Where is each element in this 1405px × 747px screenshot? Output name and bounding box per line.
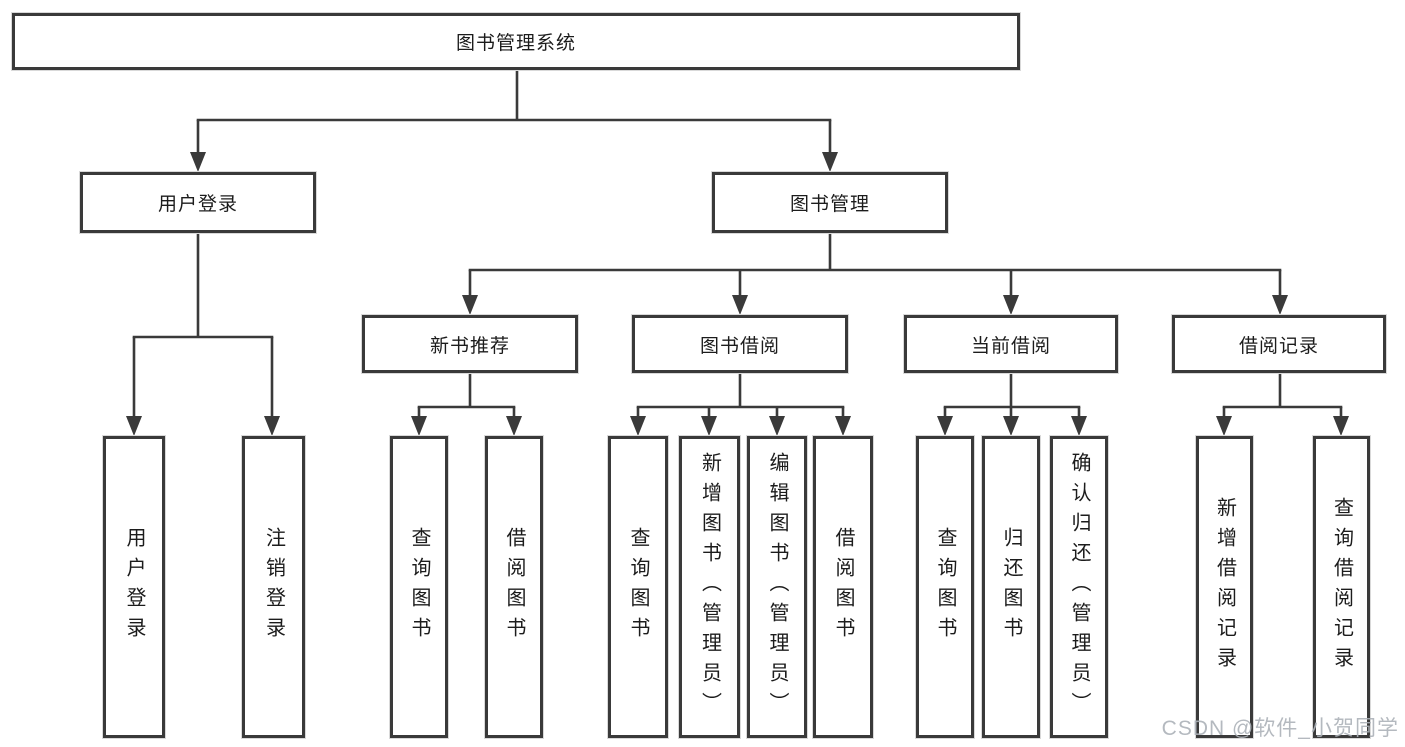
leaf-return-book: 归还图书 bbox=[982, 436, 1040, 738]
node-borrowing-records: 借阅记录 bbox=[1172, 315, 1386, 373]
node-label: 查询图书 bbox=[627, 527, 649, 647]
node-label: 借阅记录 bbox=[1238, 335, 1319, 357]
leaf-query-book-current: 查询图书 bbox=[916, 436, 974, 738]
node-new-book-recommend: 新书推荐 bbox=[362, 315, 578, 373]
node-label: 查询借阅记录 bbox=[1330, 497, 1353, 677]
leaf-logout: 注销登录 bbox=[242, 436, 305, 738]
csdn-watermark: CSDN @软件_小贺同学 bbox=[1161, 717, 1399, 740]
leaf-query-borrow-record: 查询借阅记录 bbox=[1313, 436, 1370, 738]
node-label: 查询图书 bbox=[408, 527, 430, 647]
leaf-query-book-recommend: 查询图书 bbox=[390, 436, 448, 738]
node-label: 新书推荐 bbox=[429, 335, 510, 357]
node-book-management-branch: 图书管理 bbox=[712, 172, 948, 233]
node-label: 确认归还（管理员） bbox=[1068, 452, 1090, 722]
node-label: 图书借阅 bbox=[699, 335, 780, 357]
leaf-confirm-return-admin: 确认归还（管理员） bbox=[1050, 436, 1108, 738]
node-label: 编辑图书（管理员） bbox=[766, 452, 788, 722]
leaf-query-book-borrowing: 查询图书 bbox=[608, 436, 668, 738]
leaf-add-borrow-record: 新增借阅记录 bbox=[1196, 436, 1253, 738]
node-label: 新增图书（管理员） bbox=[698, 452, 721, 722]
leaf-add-book-admin: 新增图书（管理员） bbox=[679, 436, 740, 738]
leaf-edit-book-admin: 编辑图书（管理员） bbox=[747, 436, 807, 738]
node-label: 图书管理系统 bbox=[455, 33, 576, 54]
node-label: 借阅图书 bbox=[832, 527, 854, 647]
node-current-borrowing: 当前借阅 bbox=[904, 315, 1118, 373]
node-label: 用户登录 bbox=[123, 527, 145, 647]
leaf-user-login: 用户登录 bbox=[103, 436, 165, 738]
node-label: 查询图书 bbox=[934, 527, 956, 647]
node-label: 借阅图书 bbox=[503, 527, 525, 647]
node-label: 当前借阅 bbox=[970, 335, 1051, 357]
node-label: 注销登录 bbox=[262, 527, 285, 647]
node-user-login-branch: 用户登录 bbox=[80, 172, 316, 233]
node-label: 图书管理 bbox=[789, 194, 870, 215]
connector-group bbox=[126, 70, 1349, 436]
leaf-borrow-book: 借阅图书 bbox=[813, 436, 873, 738]
node-label: 用户登录 bbox=[157, 194, 238, 215]
node-book-borrowing: 图书借阅 bbox=[632, 315, 848, 373]
node-label: 新增借阅记录 bbox=[1213, 497, 1236, 677]
node-root-system: 图书管理系统 bbox=[12, 13, 1020, 70]
leaf-borrow-book-recommend: 借阅图书 bbox=[485, 436, 543, 738]
node-label: 归还图书 bbox=[1000, 527, 1022, 647]
